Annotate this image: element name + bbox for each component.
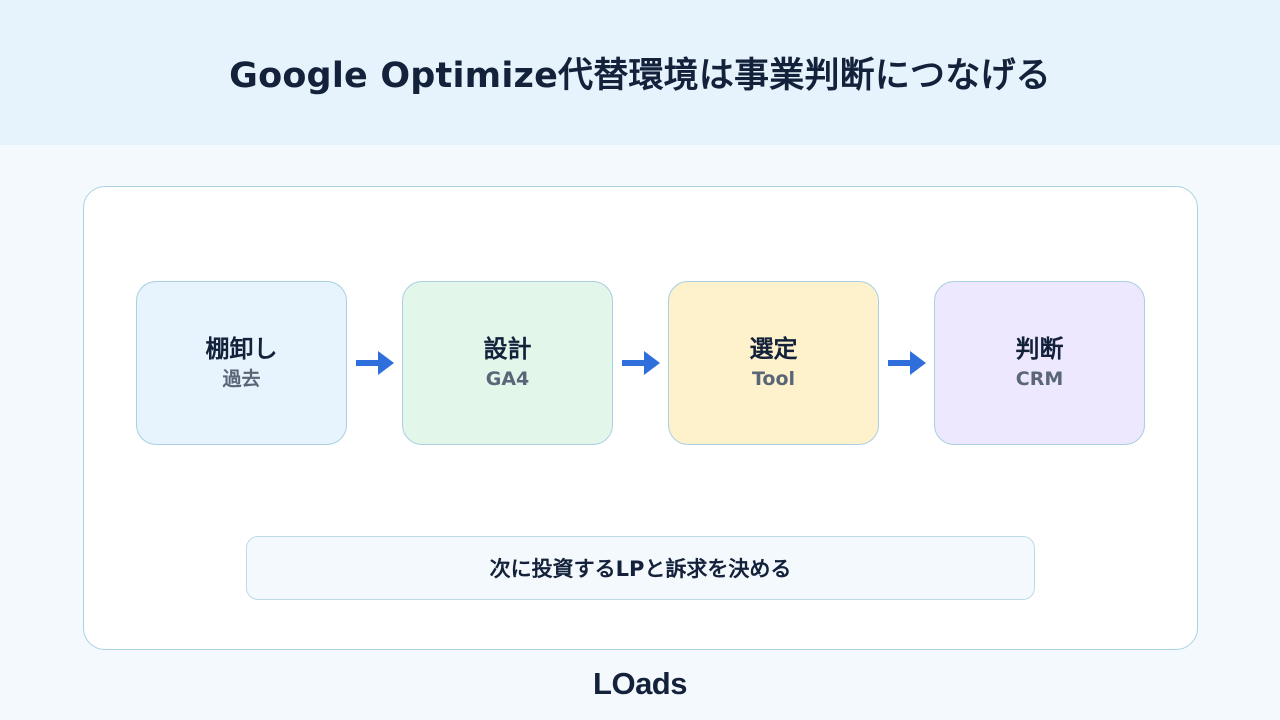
arrow-right-icon [356, 351, 394, 375]
flow-step-decision: 判断 CRM [934, 281, 1145, 445]
flow-step-inventory: 棚卸し 過去 [136, 281, 347, 445]
arrow-right-icon [622, 351, 660, 375]
flow-step-subtitle: 過去 [222, 368, 261, 390]
logo-text: LOads [593, 666, 687, 701]
flow-step-title: 判断 [1015, 335, 1064, 363]
flow-step-selection: 選定 Tool [668, 281, 879, 445]
header-banner: Google Optimize代替環境は事業判断につなげる [0, 0, 1280, 145]
page-title: Google Optimize代替環境は事業判断につなげる [229, 56, 1051, 96]
conclusion-text: 次に投資するLPと訴求を決める [489, 557, 792, 581]
flow-step-title: 棚卸し [205, 335, 278, 363]
conclusion-box: 次に投資するLPと訴求を決める [246, 536, 1035, 600]
flow-step-title: 選定 [749, 335, 798, 363]
flow-step-subtitle: Tool [751, 368, 796, 390]
brand-logo: LOads [0, 662, 1280, 706]
flow-step-subtitle: CRM [1015, 368, 1064, 390]
arrow-right-icon [888, 351, 926, 375]
flow-step-design: 設計 GA4 [402, 281, 613, 445]
flow-step-subtitle: GA4 [485, 368, 530, 390]
flow-step-title: 設計 [483, 335, 532, 363]
